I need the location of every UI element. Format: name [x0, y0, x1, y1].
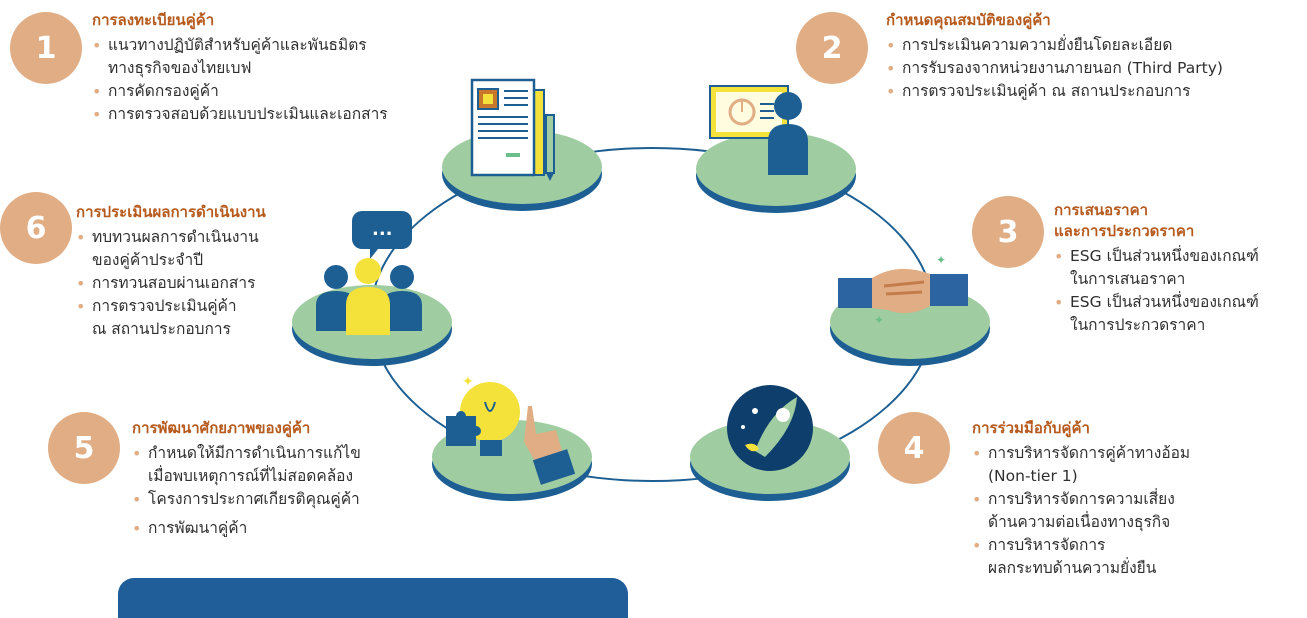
step-6-item: ณ สถานประกอบการ: [92, 320, 231, 338]
step-6-block: การประเมินผลการดำเนินงาน ทบทวนผลการดำเนิ…: [76, 202, 266, 341]
footer-banner: [118, 578, 628, 618]
idea-lightbulb-icon: ✦: [446, 374, 576, 485]
step-1-item: ทางธุรกิจของไทยเบฟ: [108, 59, 252, 77]
step-4-item: ผลกระทบด้านความยั่งยืน: [988, 559, 1157, 577]
step-5-item: กำหนดให้มีการดำเนินการแก้ไข: [132, 442, 361, 465]
step-3-item: ในการเสนอราคา: [1070, 270, 1186, 288]
step-5-number-badge: 5: [48, 412, 120, 484]
step-6-item: การทวนสอบผ่านเอกสาร: [76, 272, 266, 295]
step-1-item: การคัดกรองคู่ค้า: [92, 80, 388, 103]
step-4-block: การร่วมมือกับคู่ค้า การบริหารจัดการคู่ค้…: [972, 418, 1190, 580]
step-2-item: การรับรองจากหน่วยงานภายนอก (Third Party): [886, 57, 1223, 80]
handshake-icon: ✦ ✦: [838, 253, 968, 327]
step-1-block: การลงทะเบียนคู่ค้า แนวทางปฏิบัติสำหรับคู…: [92, 10, 388, 126]
step-4-item: การบริหารจัดการความเสี่ยง: [972, 488, 1190, 511]
svg-text:✦: ✦: [874, 313, 884, 327]
step-3-item: ในการประกวดราคา: [1070, 316, 1206, 334]
presentation-board-icon: [709, 85, 808, 175]
step-5-block: การพัฒนาศักยภาพของคู่ค้า กำหนดให้มีการดำ…: [132, 418, 361, 540]
step-3-item: ESG เป็นส่วนหนึ่งของเกณฑ์: [1054, 291, 1259, 314]
step-1-item: แนวทางปฏิบัติสำหรับคู่ค้าและพันธมิตร: [92, 34, 388, 57]
step-1-title: การลงทะเบียนคู่ค้า: [92, 11, 215, 29]
step-2-title: กำหนดคุณสมบัติของคู่ค้า: [886, 11, 1051, 29]
step-6-number-badge: 6: [0, 192, 72, 264]
step-4-item: การบริหารจัดการคู่ค้าทางอ้อม: [972, 442, 1190, 465]
step-3-title-line: และการประกวดราคา: [1054, 222, 1195, 240]
step-4-item: ด้านความต่อเนื่องทางธุรกิจ: [988, 513, 1171, 531]
step-4-title: การร่วมมือกับคู่ค้า: [972, 419, 1090, 437]
step-3-title-line: การเสนอราคา: [1054, 201, 1149, 219]
step-6-item: ของคู่ค้าประจำปี: [92, 251, 204, 269]
step-6-item: ทบทวนผลการดำเนินงาน: [76, 226, 266, 249]
step-2-item: การประเมินความความยั่งยืนโดยละเอียด: [886, 34, 1223, 57]
step-2-item: การตรวจประเมินคู่ค้า ณ สถานประกอบการ: [886, 80, 1223, 103]
rocket-launch-icon: [727, 385, 813, 471]
step-3-block: การเสนอราคา และการประกวดราคา ESG เป็นส่ว…: [1054, 200, 1259, 337]
speech-bubble-text: ...: [372, 219, 393, 240]
contract-document-icon: [470, 78, 555, 181]
step-6-title: การประเมินผลการดำเนินงาน: [76, 203, 266, 221]
step-2-block: กำหนดคุณสมบัติของคู่ค้า การประเมินความคว…: [886, 10, 1223, 103]
svg-text:✦: ✦: [462, 374, 474, 390]
step-4-number-badge: 4: [878, 412, 950, 484]
step-1-number-badge: 1: [10, 12, 82, 84]
step-5-item: เมื่อพบเหตุการณ์ที่ไม่สอดคล้อง: [148, 467, 354, 485]
step-6-item: การตรวจประเมินคู่ค้า: [76, 295, 266, 318]
step-4-item: (Non-tier 1): [988, 467, 1078, 485]
step-5-item: โครงการประกาศเกียรติคุณคู่ค้า: [132, 488, 361, 511]
team-meeting-icon: ...: [316, 211, 422, 335]
step-3-number-badge: 3: [972, 196, 1044, 268]
step-4-item: การบริหารจัดการ: [972, 534, 1190, 557]
step-3-title: การเสนอราคา และการประกวดราคา: [1054, 200, 1259, 242]
step-3-item: ESG เป็นส่วนหนึ่งของเกณฑ์: [1054, 245, 1259, 268]
step-5-item: การพัฒนาคู่ค้า: [132, 517, 361, 540]
svg-text:✦: ✦: [936, 253, 946, 267]
step-1-item: การตรวจสอบด้วยแบบประเมินและเอกสาร: [92, 103, 388, 126]
step-5-title: การพัฒนาศักยภาพของคู่ค้า: [132, 419, 311, 437]
step-2-number-badge: 2: [796, 12, 868, 84]
